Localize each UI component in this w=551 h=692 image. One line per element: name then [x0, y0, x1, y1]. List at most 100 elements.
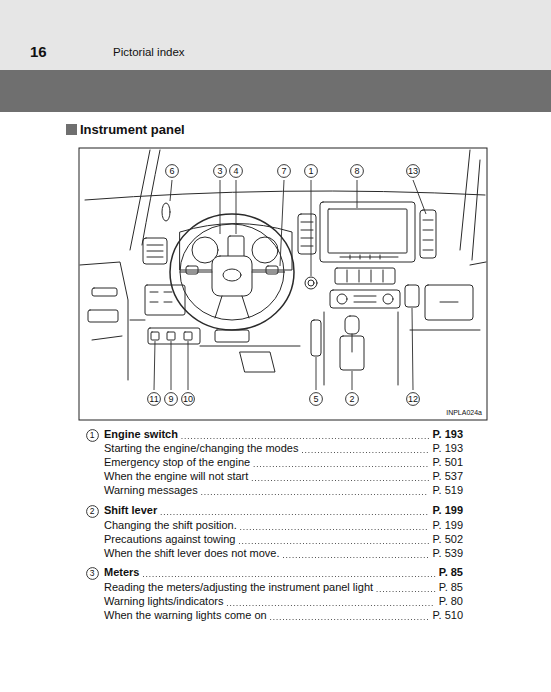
header-band	[0, 0, 551, 135]
callout-outline	[86, 429, 98, 441]
index-subitem: Warning messages	[104, 484, 198, 497]
callout-circle: 9	[164, 392, 178, 406]
callout-outline	[166, 165, 179, 178]
dashboard-illustration	[320, 202, 415, 262]
leader-line	[412, 308, 413, 390]
page-reference: P. 502	[433, 533, 463, 546]
page-reference: P. 501	[433, 456, 463, 469]
index-subitem: When the shift lever does not move.	[104, 547, 279, 560]
dashboard-illustration	[170, 214, 294, 330]
leader-line	[154, 341, 155, 390]
dashboard-illustration	[143, 238, 167, 264]
dashboard-illustration	[460, 150, 470, 250]
callout-circle: 2	[86, 505, 99, 518]
page-reference: P. 510	[433, 609, 463, 622]
dashboard-illustration	[324, 312, 398, 385]
callout-number: 7	[281, 167, 286, 176]
callout-outline	[407, 165, 420, 178]
dashboard-illustration	[92, 288, 117, 296]
page-reference: P. 539	[433, 547, 463, 560]
dashboard-illustration	[354, 296, 376, 302]
dashboard-illustration	[167, 332, 175, 340]
index-subitem: Emergency stop of the engine	[104, 456, 250, 469]
dashboard-illustration	[162, 203, 170, 221]
page-reference: P. 199	[433, 519, 463, 532]
dashboard-illustration	[148, 328, 200, 344]
dashboard-illustration	[180, 224, 284, 320]
callout-circle: 4	[229, 164, 243, 178]
callout-outline	[230, 165, 243, 178]
dashboard-illustration	[145, 285, 185, 315]
callout-number: 5	[313, 395, 318, 404]
dot-leader	[241, 529, 429, 530]
header-dark-band	[0, 70, 551, 112]
dashboard-illustration	[212, 256, 252, 296]
index-subitem: Reading the meters/adjusting the instrum…	[104, 581, 373, 594]
index-subitem: When the engine will not start	[104, 470, 248, 483]
index-subitem: Precautions against towing	[104, 533, 235, 546]
dashboard-illustration	[200, 346, 300, 347]
page-reference: P. 537	[433, 470, 463, 483]
callout-outline	[351, 165, 364, 178]
callout-number: 11	[149, 395, 158, 404]
dashboard-illustration	[420, 210, 436, 258]
callout-outline	[346, 393, 359, 406]
callout-outline	[86, 567, 98, 579]
index-item: Shift lever	[104, 504, 157, 517]
callout-circle: 12	[406, 392, 420, 406]
leader-line	[171, 341, 172, 390]
dashboard-illustration	[345, 316, 359, 334]
figure-code: INPLA024a	[446, 409, 482, 417]
page-number: 16	[30, 43, 47, 61]
figure-frame	[79, 148, 487, 420]
dashboard-illustration	[150, 292, 172, 302]
leader-line	[170, 180, 172, 201]
callout-number: 3	[90, 569, 95, 578]
leader-line	[357, 180, 358, 208]
dashboard-illustration	[240, 352, 275, 372]
callout-circle: 13	[406, 164, 420, 178]
section-title: Instrument panel	[80, 122, 185, 138]
callout-circle: 6	[165, 164, 179, 178]
dashboard-illustration	[347, 270, 383, 282]
callout-circle: 7	[277, 164, 291, 178]
dashboard-illustration	[298, 214, 316, 254]
callout-number: 9	[168, 395, 173, 404]
callout-circle: 11	[147, 392, 161, 406]
callout-outline	[278, 165, 291, 178]
dashboard-illustration	[85, 191, 485, 200]
index-subitem: Warning lights/indicators	[104, 595, 223, 608]
callout-number: 10	[183, 395, 193, 404]
dashboard-illustration	[423, 220, 433, 250]
dot-leader	[239, 543, 428, 544]
dashboard-illustration	[80, 150, 486, 385]
dashboard-illustration	[383, 294, 393, 304]
dashboard-illustration	[142, 150, 160, 245]
callout-number: 1	[90, 431, 95, 440]
dashboard-illustration	[252, 237, 278, 263]
callout-circle: 1	[304, 164, 318, 178]
callout-number: 8	[354, 167, 359, 176]
page-reference: P. 85	[439, 581, 463, 594]
leader-line	[188, 341, 189, 390]
section-marker	[66, 124, 77, 135]
callout-number: 4	[233, 167, 238, 176]
dot-leader	[377, 591, 435, 592]
dashboard-illustration	[440, 302, 458, 303]
callout-outline	[310, 393, 323, 406]
page-reference: P. 193	[433, 442, 463, 455]
dot-leader	[271, 619, 429, 620]
index-item: Engine switch	[104, 428, 178, 441]
dashboard-illustration	[335, 268, 395, 284]
dot-leader	[182, 438, 429, 439]
callout-number: 3	[217, 167, 222, 176]
callout-number: 2	[349, 395, 354, 404]
callout-circle: 2	[345, 392, 359, 406]
dot-leader	[143, 576, 434, 577]
callout-circle: 3	[213, 164, 227, 178]
index-subitem: When the warning lights come on	[104, 609, 267, 622]
index-item: Meters	[104, 566, 139, 579]
dot-leader	[227, 605, 434, 606]
